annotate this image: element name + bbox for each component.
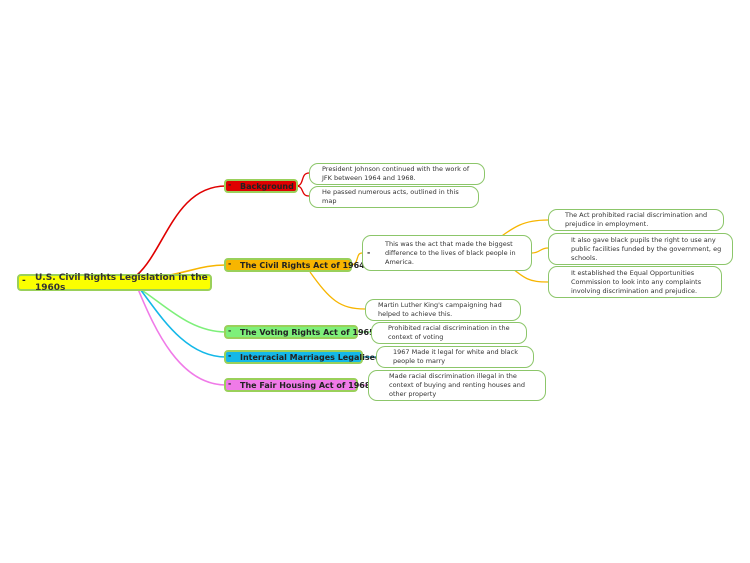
collapse-toggle[interactable]: - (228, 379, 232, 388)
collapse-toggle[interactable]: - (228, 259, 232, 268)
leaf-topic[interactable]: Prohibited racial discrimination in the … (371, 322, 527, 344)
branch-label: Interracial Marriages Legalised (240, 352, 381, 362)
connector-voting (139, 288, 227, 333)
collapse-toggle[interactable]: - (22, 276, 26, 286)
leaf-topic[interactable]: It established the Equal Opportunities C… (548, 266, 722, 298)
branch-background[interactable]: - Background (224, 179, 298, 193)
leaf-topic[interactable]: 1967 Made it legal for white and black p… (376, 346, 534, 368)
branch-label: Background (240, 181, 294, 191)
leaf-topic[interactable]: Martin Luther King's campaigning had hel… (365, 299, 521, 321)
root-topic[interactable]: - U.S. Civil Rights Legislation in the 1… (17, 272, 212, 293)
branch-interracial-marriages[interactable]: - Interracial Marriages Legalised (224, 350, 381, 364)
connector-civil-rights (169, 264, 227, 276)
connector-housing (137, 288, 227, 386)
branch-label: The Fair Housing Act of 1968 (240, 380, 371, 390)
collapse-toggle[interactable]: - (228, 180, 232, 189)
collapse-toggle[interactable]: - (367, 248, 371, 257)
leaf-topic[interactable]: The Act prohibited racial discrimination… (548, 209, 724, 231)
leaf-topic[interactable]: He passed numerous acts, outlined in thi… (309, 186, 479, 208)
leaf-topic[interactable]: - This was the act that made the biggest… (362, 235, 532, 271)
branch-label: The Voting Rights Act of 1965 (240, 327, 375, 337)
collapse-toggle[interactable]: - (228, 326, 232, 335)
connector-background (136, 185, 227, 276)
root-topic-label: U.S. Civil Rights Legislation in the 196… (35, 272, 208, 293)
branch-fair-housing-act[interactable]: - The Fair Housing Act of 1968 (224, 378, 370, 392)
branch-label: The Civil Rights Act of 1964 (240, 260, 365, 270)
branch-civil-rights-act[interactable]: - The Civil Rights Act of 1964 (224, 258, 365, 272)
leaf-topic[interactable]: President Johnson continued with the wor… (309, 163, 485, 185)
leaf-topic[interactable]: Made racial discrimination illegal in th… (368, 370, 546, 401)
branch-voting-rights-act[interactable]: - The Voting Rights Act of 1965 (224, 325, 375, 339)
leaf-topic[interactable]: It also gave black pupils the right to u… (548, 233, 733, 265)
collapse-toggle[interactable]: - (228, 351, 232, 360)
connector-marriage (139, 288, 227, 358)
